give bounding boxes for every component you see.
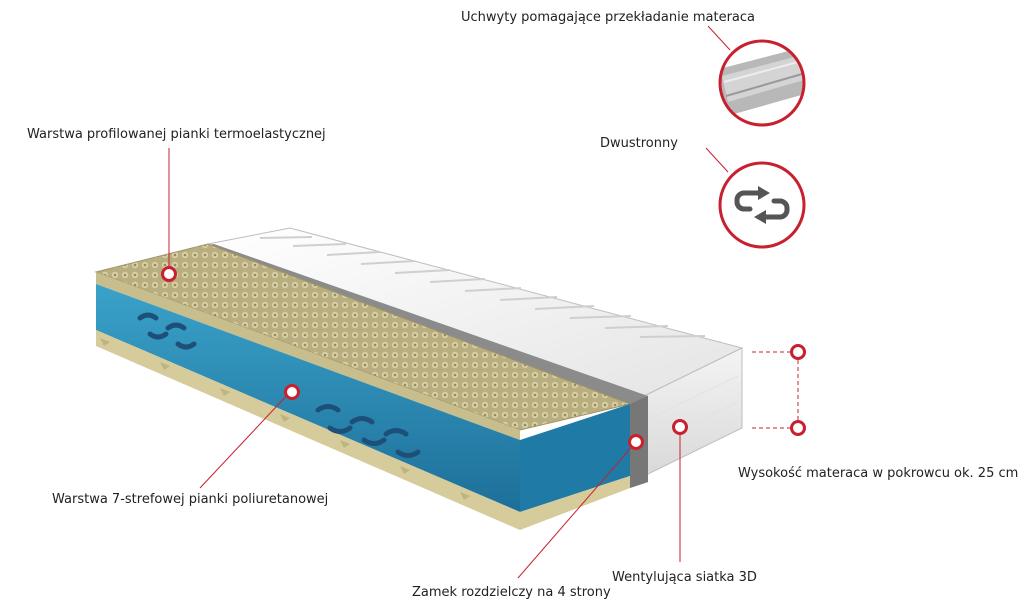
label-top-layer: Warstwa profilowanej pianki termoelastyc… — [27, 127, 326, 142]
marker-height-bottom — [790, 420, 806, 436]
label-double-sided: Dwustronny — [600, 136, 678, 151]
marker-vent — [672, 419, 688, 435]
marker-height-top — [790, 344, 806, 360]
label-ventilation: Wentylująca siatka 3D — [612, 570, 757, 585]
label-handles: Uchwyty pomagające przekładanie materaca — [461, 10, 756, 25]
marker-zones — [284, 384, 300, 400]
leader-zipper — [517, 441, 637, 579]
label-zones: Warstwa 7-strefowej pianki poliuretanowe… — [52, 492, 329, 507]
marker-zipper — [628, 434, 644, 450]
cover-top — [206, 227, 744, 399]
zipper-band — [200, 244, 648, 488]
label-zipper: Zamek rozdzielczy na 4 strony — [412, 585, 611, 600]
label-height: Wysokość materaca w pokrowcu ok. 25 cm — [738, 466, 1019, 481]
double-sided-arrows-icon — [718, 161, 806, 249]
leader-handles — [707, 25, 731, 51]
handle-closeup — [718, 39, 806, 127]
marker-top-layer — [161, 266, 177, 282]
leader-double — [705, 147, 729, 173]
leader-zones — [199, 391, 291, 489]
